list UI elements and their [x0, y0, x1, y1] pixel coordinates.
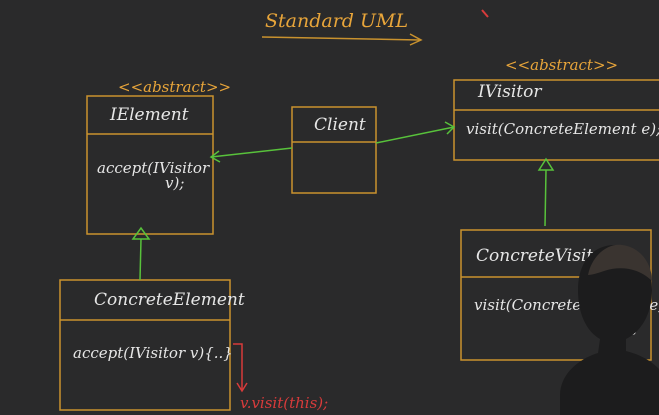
presenter-silhouette [560, 244, 659, 415]
concrete-visitor-inheritance-line [544, 169, 547, 227]
visit-note: v.visit(this); [240, 394, 329, 412]
client-to-ielement-arrow [210, 147, 293, 158]
concrete-visitor-inheritance-triangle [537, 157, 555, 171]
title-underline-arrow [261, 36, 421, 41]
concrete-element-inheritance-line [139, 238, 142, 281]
title-underline-arrowhead [409, 33, 423, 46]
ielement-name: IElement [110, 105, 189, 125]
client-to-ielement-arrowhead [209, 150, 221, 163]
ivisitor-method: visit(ConcreteElement e); [466, 120, 659, 138]
concrete-element-name: ConcreteElement [94, 290, 245, 310]
ivisitor-box [453, 79, 659, 161]
ivisitor-name: IVisitor [478, 82, 542, 102]
client-name: Client [314, 115, 366, 135]
ielement-stereotype: <<abstract>> [118, 78, 232, 96]
client-to-ivisitor-arrowhead [444, 121, 456, 135]
client-to-ivisitor-arrow [375, 126, 455, 144]
red-mark [481, 9, 489, 18]
concrete-element-inheritance-triangle [131, 226, 151, 240]
ielement-method-line1: accept(IVisitor [97, 159, 210, 177]
ivisitor-stereotype: <<abstract>> [505, 56, 619, 74]
concrete-element-box [59, 279, 231, 411]
note-arrow [233, 343, 243, 390]
client-box [291, 106, 377, 194]
ielement-method-line2: v); [165, 174, 185, 192]
diagram-title: Standard UML [265, 10, 409, 32]
ielement-box [86, 95, 214, 235]
concrete-element-method: accept(IVisitor v){..} [73, 344, 233, 362]
note-arrowhead [236, 382, 248, 393]
concrete-visitor-name: ConcreteVisitor [476, 246, 612, 266]
